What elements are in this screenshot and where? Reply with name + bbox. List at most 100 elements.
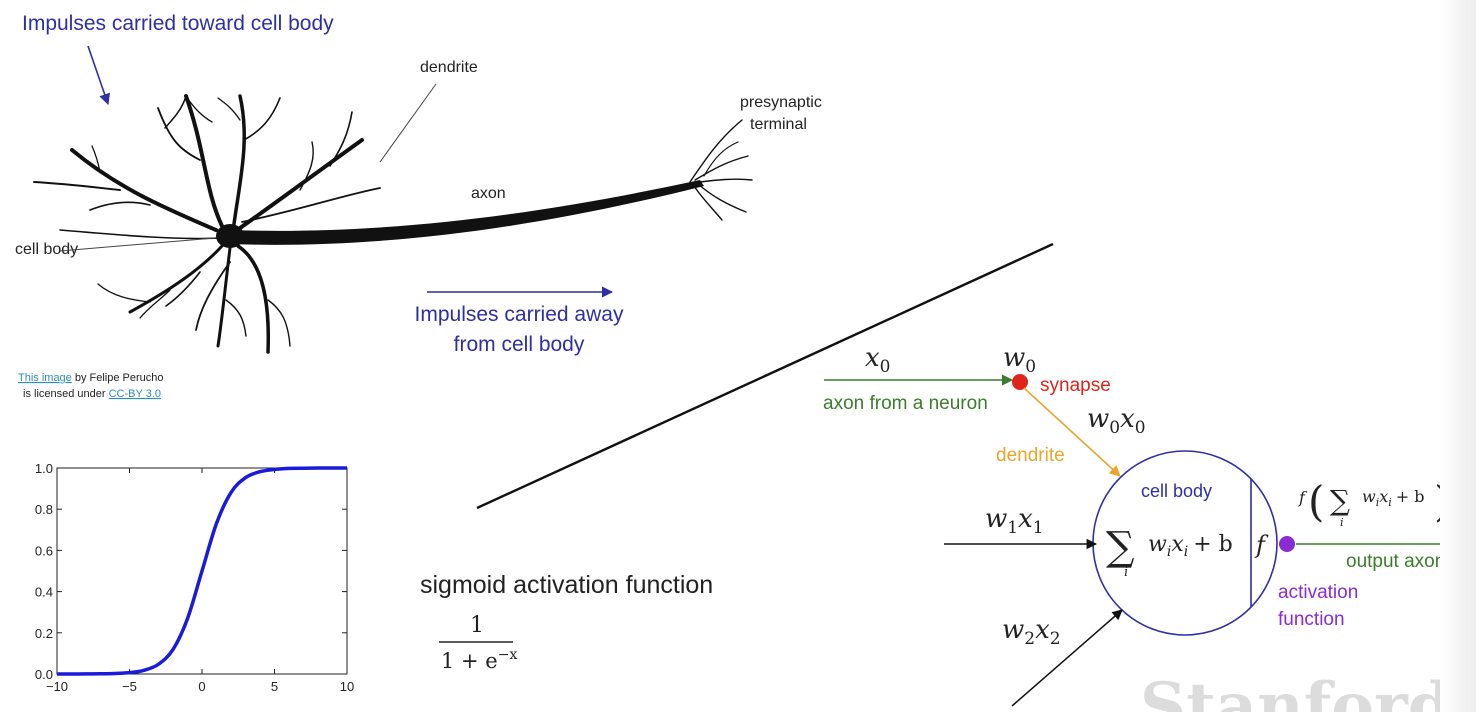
dendrite-label: dendrite <box>420 59 478 76</box>
dendrite-branch <box>70 148 218 232</box>
y-tick-label: 1.0 <box>35 461 53 476</box>
y-tick-label: 0.8 <box>35 502 53 517</box>
dendrite-branch <box>91 145 101 173</box>
activation-label-line2: function <box>1278 609 1345 630</box>
activation-dot <box>1279 536 1295 552</box>
output-sum-term: wixi+ b <box>1362 487 1425 509</box>
away-label-line2: from cell body <box>454 333 585 356</box>
input-arrow-w2x2 <box>1011 609 1123 707</box>
f-symbol: f <box>1254 531 1269 559</box>
x-tick-label: 0 <box>198 679 205 694</box>
y-tick-label: 0.0 <box>35 667 53 682</box>
x-tick-label: 10 <box>340 679 354 694</box>
sigmoid-chart: 0.0 0.2 0.4 0.6 0.8 1.0 −10 −5 0 5 10 <box>35 461 354 694</box>
w0x0-label: w0x0 <box>1087 404 1146 438</box>
presynaptic-label: presynaptic <box>740 94 822 111</box>
cell-body-model-label: cell body <box>1141 481 1212 501</box>
dendrite-branch <box>139 289 171 319</box>
stanford-watermark: Stanford <box>1140 669 1452 712</box>
dendrite-branch <box>157 107 201 161</box>
y-tick-label: 0.2 <box>35 626 53 641</box>
sum-term: wixi+ b <box>1148 532 1233 560</box>
dendrite-branch <box>33 181 121 191</box>
dendrite-branch <box>89 201 151 211</box>
terminal-branch <box>694 155 749 181</box>
dendrite-branch <box>236 244 271 354</box>
right-edge-shading <box>1440 0 1476 712</box>
dendrite-branch <box>238 138 364 230</box>
activation-label-line1: activation <box>1278 582 1358 603</box>
dendrite-branch <box>128 244 224 314</box>
dendrite-branch <box>185 95 213 123</box>
y-tick-label: 0.6 <box>35 543 53 558</box>
terminal-branch <box>689 119 743 183</box>
credit-author: by Felipe Perucho <box>72 372 164 384</box>
cell-body-pointer <box>59 237 216 252</box>
neuron-drawing <box>33 94 753 354</box>
neuron-model: x0 w0 synapse axon from a neuron w0x0 de… <box>823 343 1466 707</box>
dendrite-branch <box>225 299 247 337</box>
cell-body-label: cell body <box>15 241 78 258</box>
dendrite-branch <box>165 271 201 307</box>
away-label-line1: Impulses carried away <box>415 303 624 326</box>
dendrite-arrow <box>1023 387 1121 477</box>
output-sum-index: i <box>1340 516 1344 529</box>
dendrite-branch <box>195 261 231 331</box>
terminal-branch <box>703 141 739 177</box>
terminal-branch <box>699 178 753 183</box>
dendrite-branch <box>217 97 241 121</box>
x-tick-label: 5 <box>271 679 278 694</box>
x-tick-label: −5 <box>122 679 137 694</box>
dendrite-pointer <box>379 83 437 163</box>
dendrite-branch <box>241 187 381 223</box>
credit-license-link[interactable]: CC-BY 3.0 <box>109 388 161 400</box>
formula-numerator: 1 <box>470 613 484 638</box>
output-paren-open: ( <box>1308 477 1324 526</box>
terminal-label: terminal <box>750 116 807 133</box>
terminal-branch <box>697 183 747 213</box>
credit-image-link[interactable]: This image <box>18 372 72 384</box>
axon-label: axon <box>471 185 506 202</box>
toward-arrow <box>87 45 111 106</box>
dendrite-branch <box>267 299 291 347</box>
synapse-label: synapse <box>1040 375 1111 396</box>
output-f: f <box>1298 488 1308 507</box>
sum-index: i <box>1124 565 1128 580</box>
dendrite-branch <box>97 283 151 303</box>
output-formula: f ( ∑ i wixi+ b ) <box>1298 477 1450 529</box>
diagonal-separator <box>476 242 1054 510</box>
dendrite-branch <box>329 111 353 167</box>
image-credit-line1: This image by Felipe Perucho <box>18 372 164 384</box>
output-axon-label: output axon <box>1346 551 1445 572</box>
image-credit-line2: is licensed under CC-BY 3.0 <box>23 388 161 400</box>
synapse-dot <box>1012 374 1028 390</box>
formula-denominator: 1 + e−x <box>441 647 517 673</box>
w0-label: w0 <box>1003 343 1036 377</box>
dendrite-branch <box>184 94 224 228</box>
terminal-branch <box>693 185 723 221</box>
credit-license-text: is licensed under <box>23 388 109 400</box>
plot-ticks: 0.0 0.2 0.4 0.6 0.8 1.0 −10 −5 0 5 10 <box>35 461 354 694</box>
sigmoid-formula: 1 1 + e−x <box>439 613 517 673</box>
dendrite-branch <box>232 94 246 226</box>
axon-from-neuron-label: axon from a neuron <box>823 393 988 414</box>
y-tick-label: 0.4 <box>35 585 53 600</box>
dendrite-branch <box>164 95 187 129</box>
toward-cell-body-title: Impulses carried toward cell body <box>22 12 334 35</box>
dendrite-branch <box>243 97 281 141</box>
dendrite-branch <box>216 246 232 348</box>
sigmoid-caption: sigmoid activation function <box>420 571 713 599</box>
w1x1-label: w1x1 <box>985 504 1044 538</box>
x0-label: x0 <box>865 343 891 377</box>
sum-symbol: ∑ <box>1106 524 1135 570</box>
dendrite-branch <box>299 141 314 191</box>
output-sum-symbol: ∑ <box>1330 484 1350 517</box>
sigmoid-series-line <box>56 466 348 676</box>
neuron-illustration: Impulses carried toward cell body <box>15 12 822 400</box>
dendrite-model-label: dendrite <box>996 445 1065 466</box>
dendrite-branch <box>59 229 219 240</box>
cell-body-shape <box>216 224 244 248</box>
x-tick-label: −10 <box>46 679 68 694</box>
